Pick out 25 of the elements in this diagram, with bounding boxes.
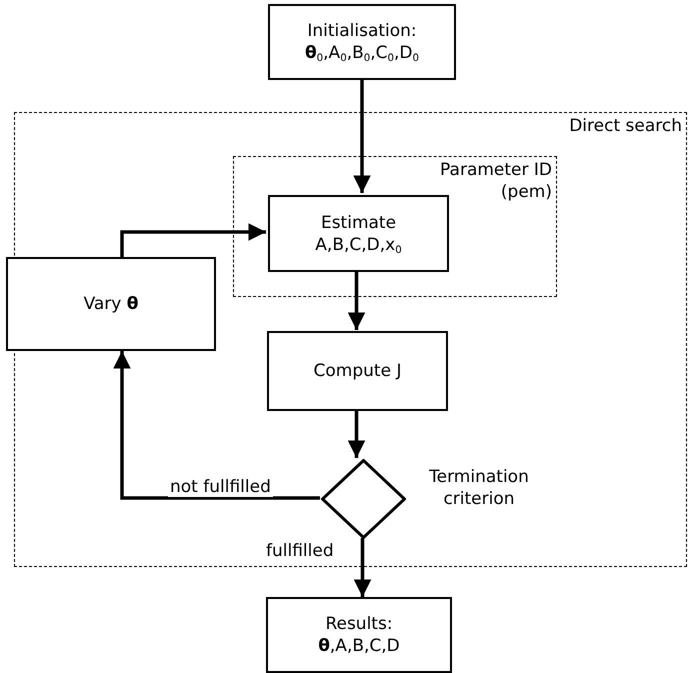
box-heading: Initialisation: [307, 20, 417, 42]
arrow [348, 410, 366, 458]
arrow [353, 80, 371, 193]
box-heading: Results: [325, 613, 393, 635]
box-label: A,B,C,D,x$_{0}$ [315, 234, 402, 256]
process-box [267, 331, 448, 411]
region-label: Direct search [569, 115, 682, 137]
dashed-region [14, 112, 687, 567]
arrow [113, 351, 320, 500]
box-label: θ,A,B,C,D [318, 635, 400, 657]
edge-label: not fullfilled [168, 477, 273, 497]
box-label: Vary θ [84, 293, 138, 315]
region-label: Parameter ID (pem) [439, 159, 552, 203]
box-heading: Estimate [320, 212, 396, 234]
arrow [348, 270, 366, 330]
arrow [120, 223, 266, 257]
box-label: Compute J [314, 360, 402, 382]
arrow [354, 538, 372, 597]
process-box [268, 195, 449, 272]
process-box [266, 597, 452, 673]
annotation-text: Termination criterion [428, 466, 530, 510]
process-box [268, 4, 456, 80]
decision-diamond [321, 459, 406, 539]
dashed-region [233, 156, 557, 297]
box-label: θ$_{0}$,A$_{0}$,B$_{0}$,C$_{0}$,D$_{0}$ [304, 42, 419, 64]
